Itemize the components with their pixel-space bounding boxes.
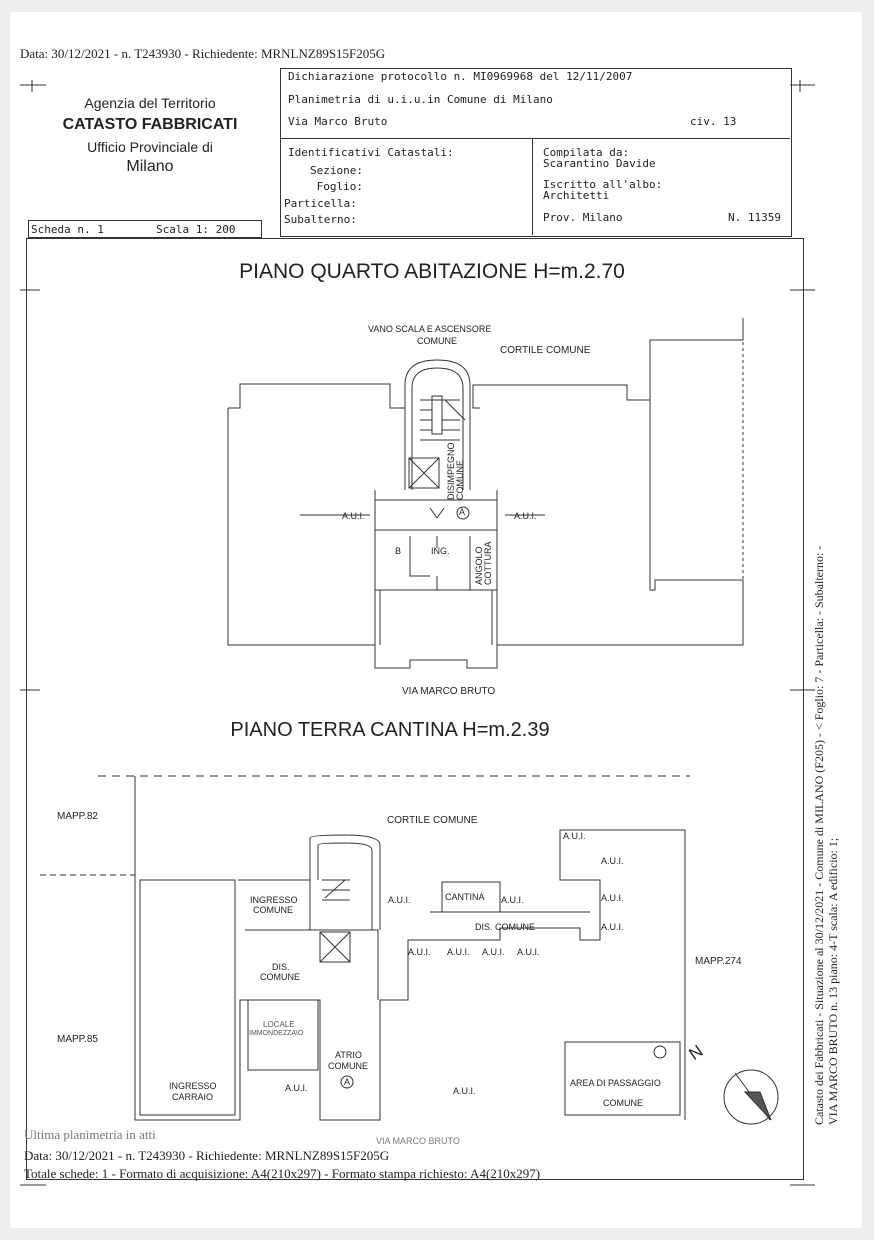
aui-label-9: A.U.I. [408, 947, 431, 957]
vano-scala-comune: COMUNE [417, 336, 457, 346]
locale-2: IMMONDEZZAIO [249, 1030, 304, 1037]
footer-request-line: Data: 30/12/2021 - n. T243930 - Richiede… [24, 1148, 390, 1163]
vano-scala-label: VANO SCALA E ASCENSORE [368, 324, 492, 334]
profession: Architetti [543, 189, 610, 202]
ingresso-comune-2: COMUNE [253, 905, 293, 915]
aui-label-8: A.U.I. [601, 922, 624, 932]
ing-label: ING. [431, 546, 450, 556]
mapp274-label: MAPP.274 [695, 956, 742, 967]
registered-label: Iscritto all'albo: [543, 178, 663, 191]
aui-label-10: A.U.I. [447, 947, 470, 957]
cantina-label: CANTINA [445, 892, 485, 902]
plan-top-title: PIANO QUARTO ABITAZIONE H=m.2.70 [239, 260, 625, 283]
marker-a-top: A [459, 507, 466, 517]
angolo-cottura-label: ANGOLO COTTURA [474, 541, 493, 586]
province: Prov. Milano [543, 211, 623, 224]
locale-1: LOCALE [263, 1020, 295, 1029]
aui-left-top: A.U.I. [342, 511, 365, 521]
aui-label-2: A.U.I. [453, 1086, 476, 1096]
aui-label-5: A.U.I. [563, 831, 586, 841]
footer-last-plan: Ultima planimetria in atti [24, 1127, 156, 1142]
document-sheet [10, 12, 862, 1228]
aui-label-1: A.U.I. [285, 1083, 308, 1093]
side-cadastre-line-2: VIA MARCO BRUTO n. 13 piano: 4-T scala: … [826, 837, 840, 1125]
aui-label-3: A.U.I. [388, 895, 411, 905]
aui-label-7: A.U.I. [601, 893, 624, 903]
area-passaggio-1: AREA DI PASSAGGIO [570, 1078, 661, 1088]
ids-subalterno: Subalterno: [284, 213, 357, 226]
ids-title: Identificativi Catastali: [288, 146, 454, 159]
ingresso-carraio-2: CARRAIO [172, 1092, 214, 1102]
area-passaggio-2: COMUNE [603, 1098, 643, 1108]
civ-number: civ. 13 [690, 115, 737, 128]
scheda-number: Scheda n. 1 [31, 223, 104, 236]
header-divider [280, 138, 790, 139]
agency-name: Agenzia del Territorio [84, 95, 216, 111]
scale: Scala 1: 200 [156, 223, 236, 236]
dis-comune-1: DIS. [272, 962, 290, 972]
bath-label: B [395, 546, 402, 556]
atrio-1: ATRIO [335, 1050, 362, 1060]
mapp85-label: MAPP.85 [57, 1034, 98, 1045]
footer-formats-line: Totale schede: 1 - Formato di acquisizio… [24, 1166, 541, 1181]
aui-label-11: A.U.I. [482, 947, 505, 957]
scheda-box [28, 220, 262, 238]
compiler-name: Scarantino Davide [543, 157, 656, 170]
header-request-line: Data: 30/12/2021 - n. T243930 - Richiede… [20, 46, 386, 61]
mapp82-label: MAPP.82 [57, 811, 98, 822]
plan-bottom-title: PIANO TERRA CANTINA H=m.2.39 [230, 719, 550, 741]
header-box [280, 68, 792, 237]
plan-of-line: Planimetria di u.i.u.in Comune di Milano [288, 93, 553, 106]
drawing-frame [26, 238, 804, 1180]
ingresso-comune-1: INGRESSO [250, 895, 298, 905]
street-label-bottom: VIA MARCO BRUTO [376, 1136, 460, 1146]
header-col-divider [532, 138, 533, 235]
ids-foglio: Foglio: [316, 180, 363, 193]
aui-right-top: A.U.I. [514, 511, 537, 521]
ids-particella: Particella: [284, 197, 357, 210]
aui-label-12: A.U.I. [517, 947, 540, 957]
ingresso-carraio-1: INGRESSO [169, 1081, 217, 1091]
ids-sezione: Sezione: [310, 164, 363, 177]
agency-office: Ufficio Provinciale di [87, 139, 213, 155]
atrio-2: COMUNE [328, 1061, 368, 1071]
cortile-comune-bottom: CORTILE COMUNE [387, 815, 478, 826]
protocol-line: Dichiarazione protocollo n. MI0969968 de… [288, 70, 633, 83]
aui-label-6: A.U.I. [601, 856, 624, 866]
street-line: Via Marco Bruto [288, 115, 388, 128]
dis-comune-h: DIS. COMUNE [475, 922, 536, 932]
dis-comune-2: COMUNE [260, 972, 300, 982]
cortile-comune-top: CORTILE COMUNE [500, 345, 591, 356]
register-number: N. 11359 [728, 211, 781, 224]
disimpegno-label: DISIMPEGNO COMUNE [446, 442, 465, 500]
side-cadastre-line-1: Catasto dei Fabbricati - Situazione al 3… [812, 545, 826, 1125]
agency-catasto: CATASTO FABBRICATI [62, 116, 238, 133]
aui-label-4: A.U.I. [501, 895, 524, 905]
marker-a-bottom: A [344, 1077, 351, 1087]
compiled-by-label: Compilata da: [543, 146, 630, 159]
street-label-top: VIA MARCO BRUTO [402, 686, 496, 697]
agency-city: Milano [126, 158, 174, 175]
